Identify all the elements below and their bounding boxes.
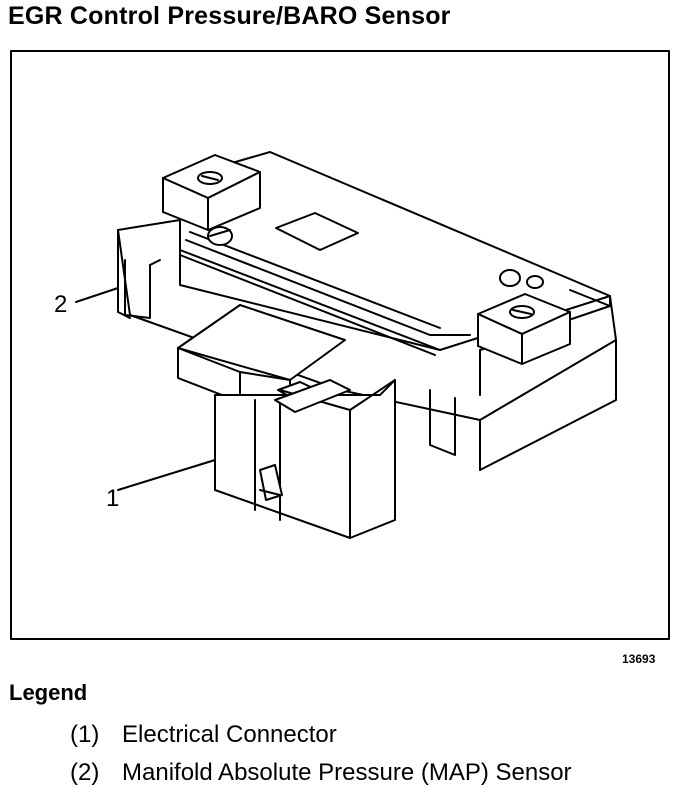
callout-2-label: 2 — [54, 291, 67, 318]
legend-item-label: Electrical Connector — [122, 721, 337, 748]
sensor-illustration-frame: 2 1 — [10, 50, 670, 640]
callout-1-leader — [117, 459, 216, 491]
figure-number: 13693 — [622, 652, 656, 666]
sensor-window — [275, 212, 359, 251]
electrical-connector — [177, 304, 396, 539]
legend-item-number: (1) — [70, 721, 100, 748]
legend-item-label: Manifold Absolute Pressure (MAP) Sensor — [122, 759, 572, 786]
right-screw-icon — [509, 305, 535, 319]
legend-list: (1) Electrical Connector (2) Manifold Abso… — [70, 716, 572, 792]
left-mount-boss — [162, 154, 261, 246]
callout-2-leader — [75, 287, 119, 303]
legend-item-number: (2) — [70, 759, 100, 786]
legend-heading: Legend — [9, 680, 88, 705]
right-mount-boss — [477, 269, 571, 365]
legend-item: (1) Electrical Connector — [70, 716, 572, 754]
diagram-title: EGR Control Pressure/BARO Sensor — [8, 2, 451, 30]
sensor-illustration: 2 1 — [10, 50, 670, 640]
left-screw-icon — [197, 171, 223, 185]
legend-item: (2) Manifold Absolute Pressure (MAP) Sens… — [70, 754, 572, 792]
callout-1-label: 1 — [106, 485, 119, 512]
figure-border — [10, 50, 670, 640]
